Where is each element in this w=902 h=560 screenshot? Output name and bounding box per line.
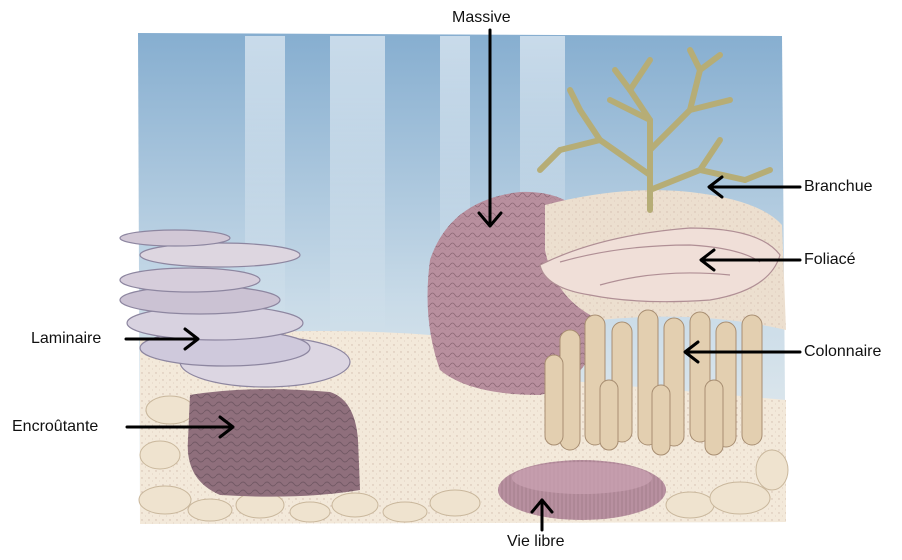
encrusting-coral: [188, 389, 360, 497]
label-massive: Massive: [452, 9, 511, 27]
label-colonnaire: Colonnaire: [804, 343, 881, 361]
label-branchue: Branchue: [804, 178, 873, 196]
label-foliace: Foliacé: [804, 251, 856, 269]
label-laminaire: Laminaire: [31, 330, 101, 348]
label-encroutante: Encroûtante: [12, 418, 98, 436]
free-living-coral: [498, 460, 666, 520]
label-vie-libre: Vie libre: [507, 533, 565, 551]
